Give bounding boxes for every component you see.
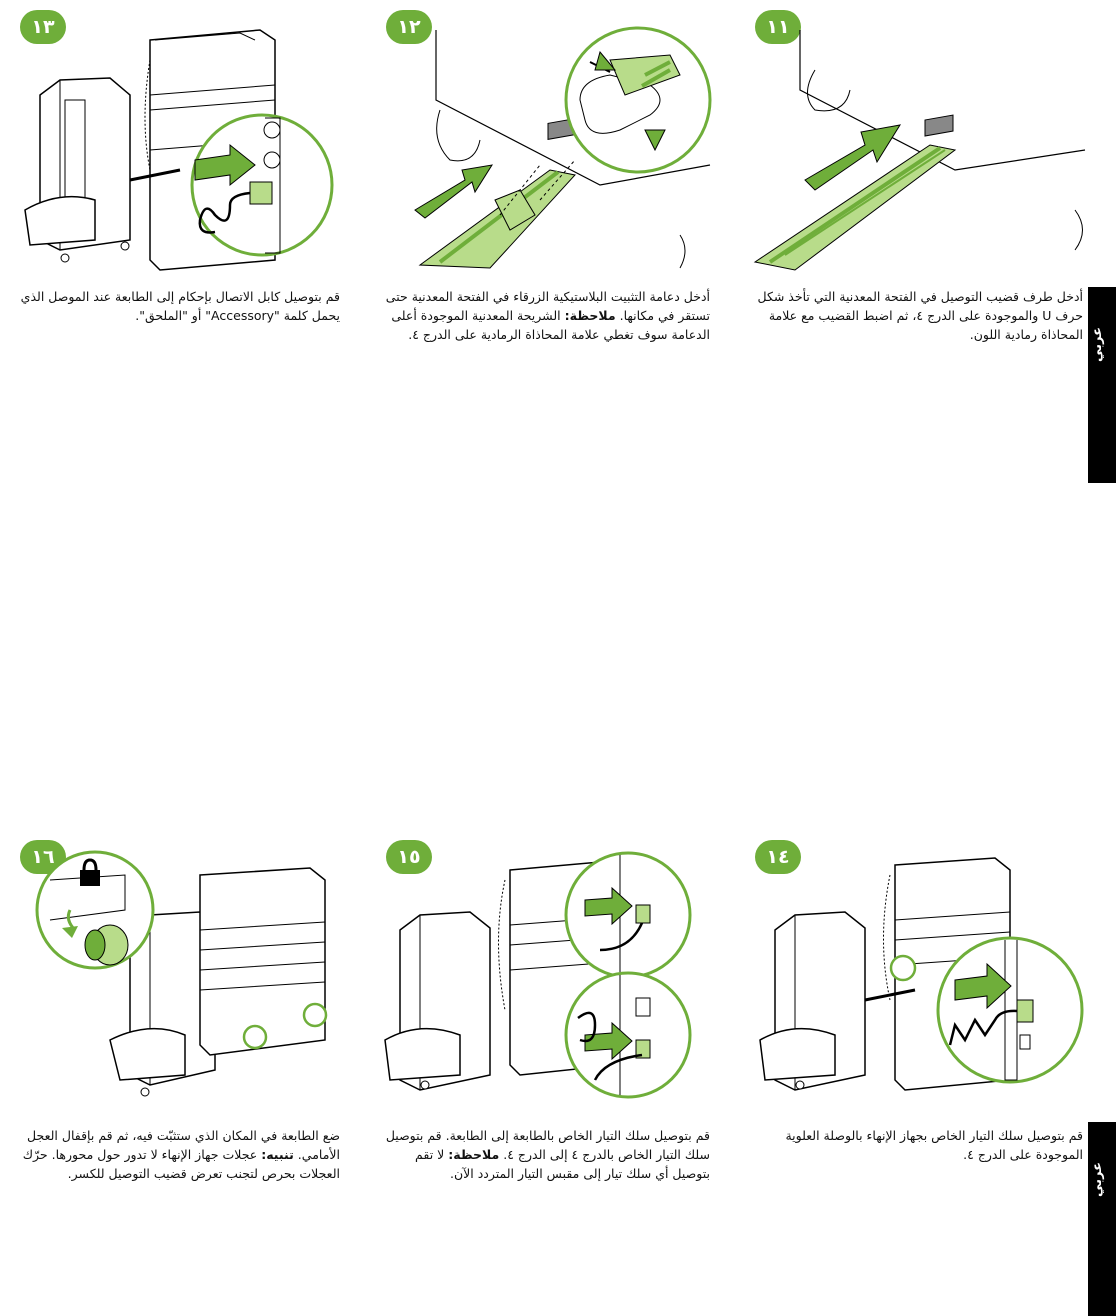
- step-15-badge: ١٥: [386, 840, 432, 874]
- step-12-note-text: الشريحة المعدنية الموجودة أعلى الدعامة س…: [391, 308, 710, 342]
- step-16-illustration: ١٦: [0, 840, 340, 1100]
- side-tab-label-bottom: عربي: [1090, 1162, 1105, 1198]
- step-11-text: أدخل طرف قضيب التوصيل في الفتحة المعدنية…: [757, 289, 1083, 342]
- connecting-rod-illustration: [753, 30, 1086, 271]
- language-side-tab-top: عربي: [1088, 287, 1116, 483]
- step-15-text: قم بتوصيل سلك التيار الخاص بالطابعة إلى …: [385, 1128, 710, 1162]
- printer-finisher-illustration: [24, 29, 334, 271]
- step-14-badge: ١٤: [755, 840, 801, 874]
- step-12-illustration: ١٢: [380, 0, 712, 270]
- wheel-lock-illustration: [35, 850, 328, 1097]
- step-16-text: ضع الطابعة في المكان الذي ستثبّت فيه، ثم…: [27, 1128, 340, 1162]
- step-14-caption: قم بتوصيل سلك التيار الخاص بجهاز الإنهاء…: [755, 1126, 1083, 1164]
- rail-bracket-illustration: [414, 26, 712, 269]
- step-16-caption: ضع الطابعة في المكان الذي ستثبّت فيه، ثم…: [0, 1126, 340, 1183]
- step-16-caution-label: تنبيه:: [261, 1147, 294, 1162]
- language-side-tab-bottom: عربي: [1088, 1122, 1116, 1316]
- step-13-caption: قم بتوصيل كابل الاتصال بإحكام إلى الطابع…: [15, 287, 340, 325]
- step-14-text: قم بتوصيل سلك التيار الخاص بجهاز الإنهاء…: [785, 1128, 1083, 1162]
- step-12-note-label: ملاحظة:: [564, 308, 616, 323]
- step-14-illustration: ١٤: [755, 840, 1085, 1100]
- step-15-note-text: لا تقم بتوصيل أي سلك تيار إلى مقبس التيا…: [415, 1147, 710, 1181]
- step-11-caption: أدخل طرف قضيب التوصيل في الفتحة المعدنية…: [755, 287, 1083, 344]
- step-11-badge: ١١: [755, 10, 801, 44]
- step-15-illustration: ١٥: [380, 840, 710, 1100]
- step-15-note-label: ملاحظة:: [448, 1147, 500, 1162]
- step-13-text: قم بتوصيل كابل الاتصال بإحكام إلى الطابع…: [20, 289, 340, 323]
- step-13-badge: ١٣: [20, 10, 66, 44]
- step-12-text: أدخل دعامة التثبيت البلاستيكية الزرقاء ف…: [385, 289, 710, 323]
- step-12-caption: أدخل دعامة التثبيت البلاستيكية الزرقاء ف…: [382, 287, 710, 344]
- power-cords-illustration: [384, 851, 692, 1099]
- step-13-illustration: ١٣: [0, 0, 340, 271]
- step-12-badge: ١٢: [386, 10, 432, 44]
- step-16-caution-text: عجلات جهاز الإنهاء لا تدور حول محورها. ح…: [22, 1147, 340, 1181]
- side-tab-label-top: عربي: [1090, 327, 1105, 363]
- step-15-caption: قم بتوصيل سلك التيار الخاص بالطابعة إلى …: [382, 1126, 710, 1183]
- step-11-illustration: ١١: [753, 0, 1086, 271]
- finisher-power-illustration: [759, 857, 1084, 1091]
